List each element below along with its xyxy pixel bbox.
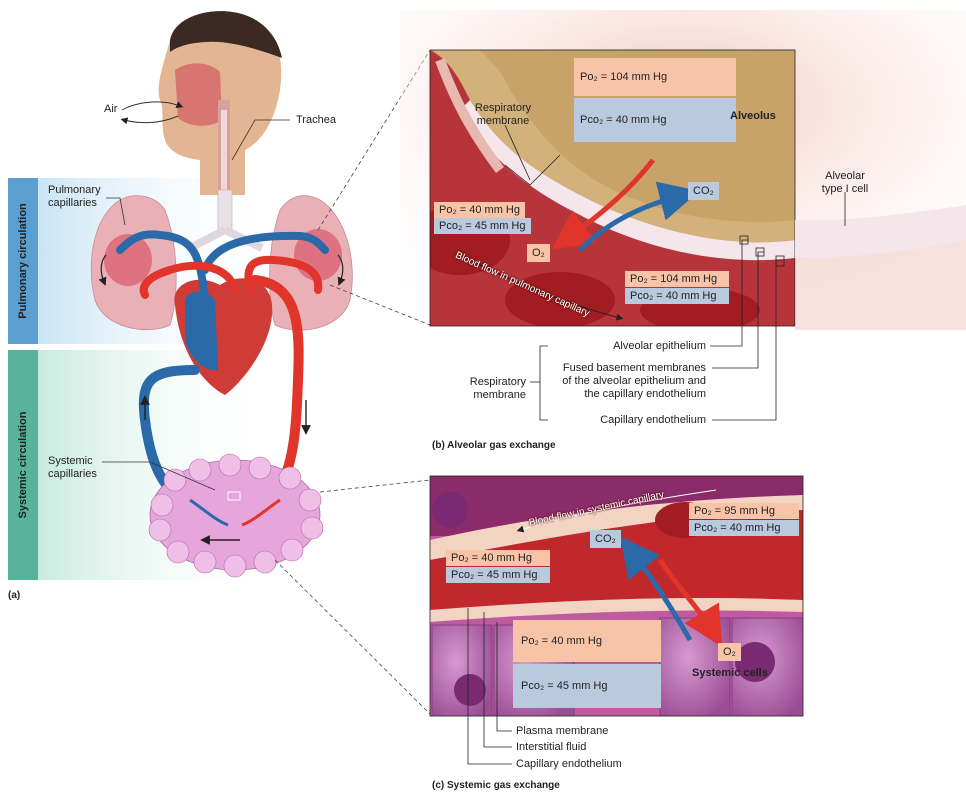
systemic-circulation-label: Systemic circulation	[17, 412, 29, 519]
cell-pco2: Pco₂ = 45 mm Hg	[513, 664, 661, 708]
alveolus-label: Alveolus	[730, 110, 776, 122]
pulmonary-capillaries-label: Pulmonary capillaries	[48, 184, 101, 210]
systemic-cells-label: Systemic cells	[692, 667, 768, 679]
venous-po2-b: Po₂ = 40 mm Hg	[434, 202, 525, 218]
arterial-pco2-b: Pco₂ = 40 mm Hg	[625, 288, 729, 304]
trachea-label: Trachea	[296, 114, 336, 127]
caption-c: (c) Systemic gas exchange	[432, 780, 560, 791]
capillary-endothelium-label-b: Capillary endothelium	[560, 414, 706, 427]
systemic-capillaries-label: Systemic capillaries	[48, 455, 97, 481]
respiratory-membrane-bracket-label: Respiratory membrane	[456, 376, 526, 402]
arterial-po2-c: Po₂ = 95 mm Hg	[689, 503, 799, 519]
o2-tag-b: O₂	[527, 244, 550, 262]
venous-pco2-c: Pco₂ = 45 mm Hg	[446, 567, 550, 583]
caption-a: (a)	[8, 590, 20, 601]
caption-b: (b) Alveolar gas exchange	[432, 440, 556, 451]
pulmonary-circulation-band: Pulmonary circulation	[8, 178, 38, 344]
fused-basement-label: Fused basement membranes of the alveolar…	[540, 362, 706, 401]
pulmonary-circulation-label: Pulmonary circulation	[17, 203, 29, 319]
alveolar-pco2: Pco₂ = 40 mm Hg	[574, 98, 736, 142]
systemic-circulation-band: Systemic circulation	[8, 350, 38, 580]
alveolar-po2: Po₂ = 104 mm Hg	[574, 58, 736, 96]
venous-pco2-b: Pco₂ = 45 mm Hg	[434, 218, 531, 234]
co2-tag-b: CO₂	[688, 182, 719, 200]
arterial-pco2-c: Pco₂ = 40 mm Hg	[689, 520, 799, 536]
air-label: Air	[104, 103, 117, 116]
alveolar-epithelium-label: Alveolar epithelium	[560, 340, 706, 353]
capillary-endothelium-label-c: Capillary endothelium	[516, 758, 622, 771]
o2-tag-c: O₂	[718, 643, 741, 661]
respiratory-membrane-label: Respiratory membrane	[470, 102, 536, 128]
alveolar-type1-label: Alveolar type I cell	[810, 170, 880, 196]
head-illustration	[159, 11, 282, 205]
cell-po2: Po₂ = 40 mm Hg	[513, 620, 661, 662]
plasma-membrane-label: Plasma membrane	[516, 725, 608, 738]
venous-po2-c: Po₂ = 40 mm Hg	[446, 550, 550, 566]
co2-tag-c: CO₂	[590, 530, 621, 548]
arterial-po2-b: Po₂ = 104 mm Hg	[625, 271, 729, 287]
interstitial-fluid-label: Interstitial fluid	[516, 741, 586, 754]
